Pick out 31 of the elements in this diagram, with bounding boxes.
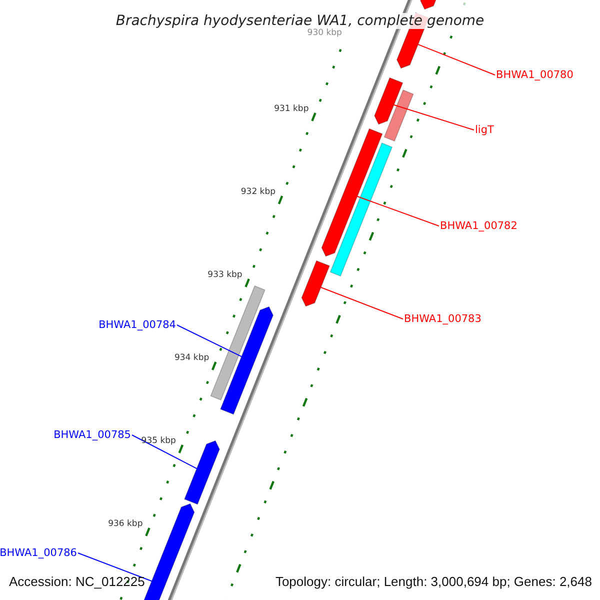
gene-label: BHWA1_00782: [440, 220, 518, 232]
scale-label: 935 kbp: [141, 436, 176, 446]
leader-line: [78, 552, 152, 582]
scale-label: 931 kbp: [274, 104, 309, 114]
scale-label: 930 kbp: [307, 28, 342, 38]
scale-label: 932 kbp: [240, 186, 276, 197]
chart-title: Brachyspira hyodysenteriae WA1, complete genome: [116, 13, 484, 29]
accession-text: Accession: NC_012225: [9, 574, 145, 590]
leader-line: [320, 286, 404, 320]
gene-feature: [321, 128, 383, 257]
scale-label: 934 kbp: [174, 352, 210, 363]
leader-line: [132, 434, 198, 470]
gene-label: BHWA1_00780: [496, 69, 574, 81]
gene-label: BHWA1_00786: [0, 547, 77, 559]
gene-feature: [210, 285, 266, 401]
gene-feature: [184, 440, 220, 505]
gene-feature: [374, 77, 404, 125]
gene-label: ligT: [475, 124, 494, 136]
scale-label: 936 kbp: [108, 518, 143, 529]
gene-feature: [384, 89, 414, 142]
gene-feature: [220, 306, 274, 415]
leader-line: [393, 104, 474, 130]
leader-line: [176, 324, 242, 358]
gene-feature: [301, 260, 330, 307]
gene-feature: [330, 142, 393, 277]
genome-info-text: Topology: circular; Length: 3,000,694 bp; Genes: 2,648: [275, 574, 592, 590]
leader-line: [356, 196, 440, 226]
gene-label: BHWA1_00785: [54, 429, 131, 441]
gene-label: BHWA1_00784: [98, 319, 176, 331]
leader-line: [418, 44, 496, 76]
gene-label: BHWA1_00783: [404, 313, 482, 325]
